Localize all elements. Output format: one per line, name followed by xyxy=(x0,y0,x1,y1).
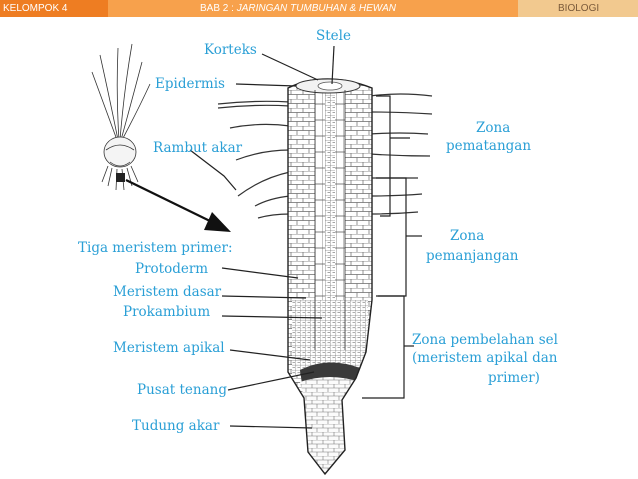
chapter-topic: JARINGAN TUMBUHAN & HEWAN xyxy=(236,3,396,14)
labels: Stele Korteks Epidermis Rambut akar Tiga… xyxy=(78,28,558,434)
label-meristem-apikal: Meristem apikal xyxy=(113,340,225,356)
onion-plant-illustration xyxy=(91,43,151,191)
zone-brackets xyxy=(362,95,422,399)
label-korteks: Korteks xyxy=(204,42,257,58)
label-epidermis: Epidermis xyxy=(155,76,225,92)
label-rambut-akar: Rambut akar xyxy=(153,140,243,156)
label-zona-pembelahan-line1: Zona pembelahan sel xyxy=(412,332,558,348)
chapter-title: BAB 2 : JARINGAN TUMBUHAN & HEWAN xyxy=(108,0,518,17)
group-label: KELOMPOK 4 xyxy=(0,0,108,17)
label-tiga-meristem: Tiga meristem primer: xyxy=(78,240,233,256)
label-zona-pembelahan-line3: primer) xyxy=(488,370,540,386)
root-body xyxy=(287,78,373,476)
root-hairs xyxy=(217,93,433,219)
label-zona-pemanjangan-line1: Zona xyxy=(450,228,484,244)
label-protoderm: Protoderm xyxy=(135,261,208,277)
subject-label: BIOLOGI xyxy=(518,0,638,17)
label-zona-pematangan-line1: Zona xyxy=(476,120,510,136)
leader-lines xyxy=(189,45,335,429)
root-structure-diagram: Stele Korteks Epidermis Rambut akar Tiga… xyxy=(78,28,558,476)
label-zona-pemanjangan-line2: pemanjangan xyxy=(426,248,519,264)
slide-header-bar: KELOMPOK 4 BAB 2 : JARINGAN TUMBUHAN & H… xyxy=(0,0,638,17)
label-stele: Stele xyxy=(316,28,351,44)
label-meristem-dasar: Meristem dasar xyxy=(113,284,222,300)
zoom-arrow xyxy=(125,179,231,232)
label-zona-pembelahan-line2: (meristem apikal dan xyxy=(412,350,558,366)
label-zona-pematangan-line2: pematangan xyxy=(446,138,531,154)
label-pusat-tenang: Pusat tenang xyxy=(137,382,227,398)
label-prokambium: Prokambium xyxy=(123,304,210,320)
chapter-prefix: BAB 2 : xyxy=(200,3,237,14)
label-tudung-akar: Tudung akar xyxy=(132,418,220,434)
